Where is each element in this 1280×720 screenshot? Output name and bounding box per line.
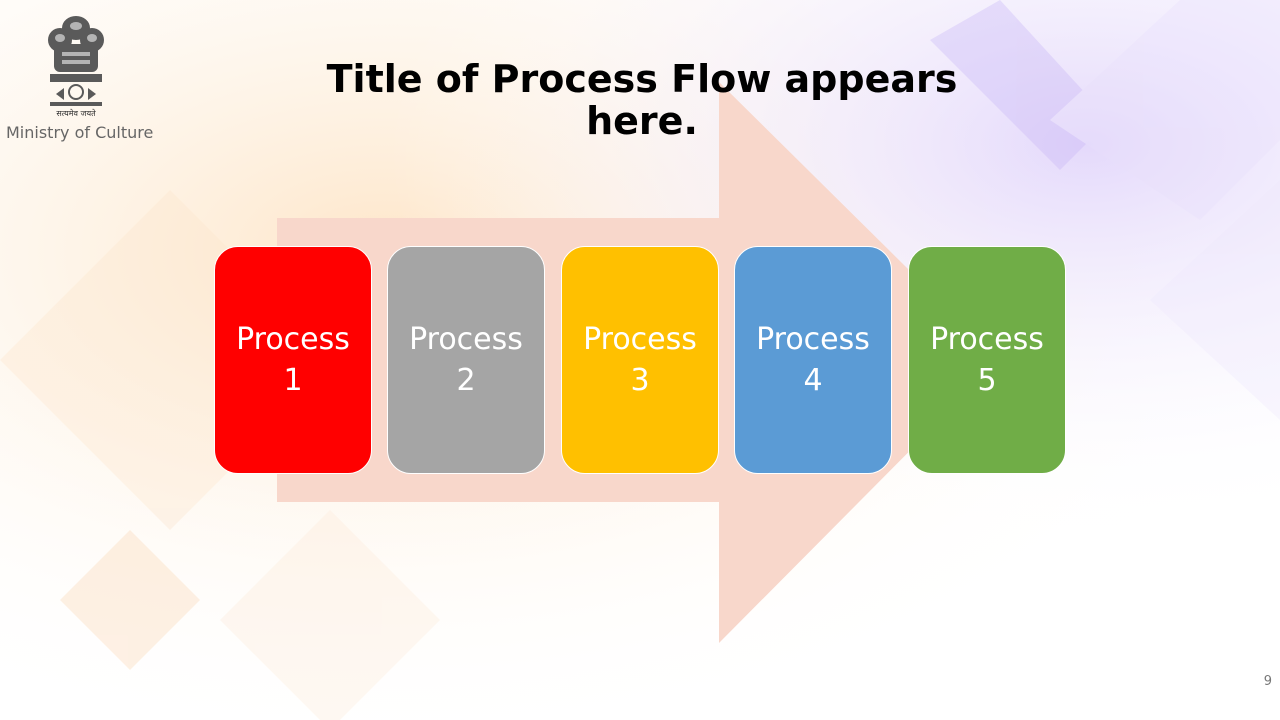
process-step-5: Process 5 xyxy=(908,246,1066,474)
process-step-4: Process 4 xyxy=(734,246,892,474)
process-step-2: Process 2 xyxy=(387,246,545,474)
process-step-label: Process 2 xyxy=(409,322,523,398)
ministry-name: Ministry of Culture xyxy=(6,123,154,142)
emblem-motto: सत्यमेव जयते xyxy=(56,109,96,118)
slide-title: Title of Process Flow appears here. xyxy=(326,57,958,143)
process-step-1: Process 1 xyxy=(214,246,372,474)
process-step-label: Process 1 xyxy=(236,322,350,398)
process-step-3: Process 3 xyxy=(561,246,719,474)
process-step-label: Process 5 xyxy=(930,322,1044,398)
national-emblem-icon xyxy=(48,16,104,106)
page-number: 9 xyxy=(1263,674,1272,689)
process-step-label: Process 4 xyxy=(756,322,870,398)
process-step-label: Process 3 xyxy=(583,322,697,398)
